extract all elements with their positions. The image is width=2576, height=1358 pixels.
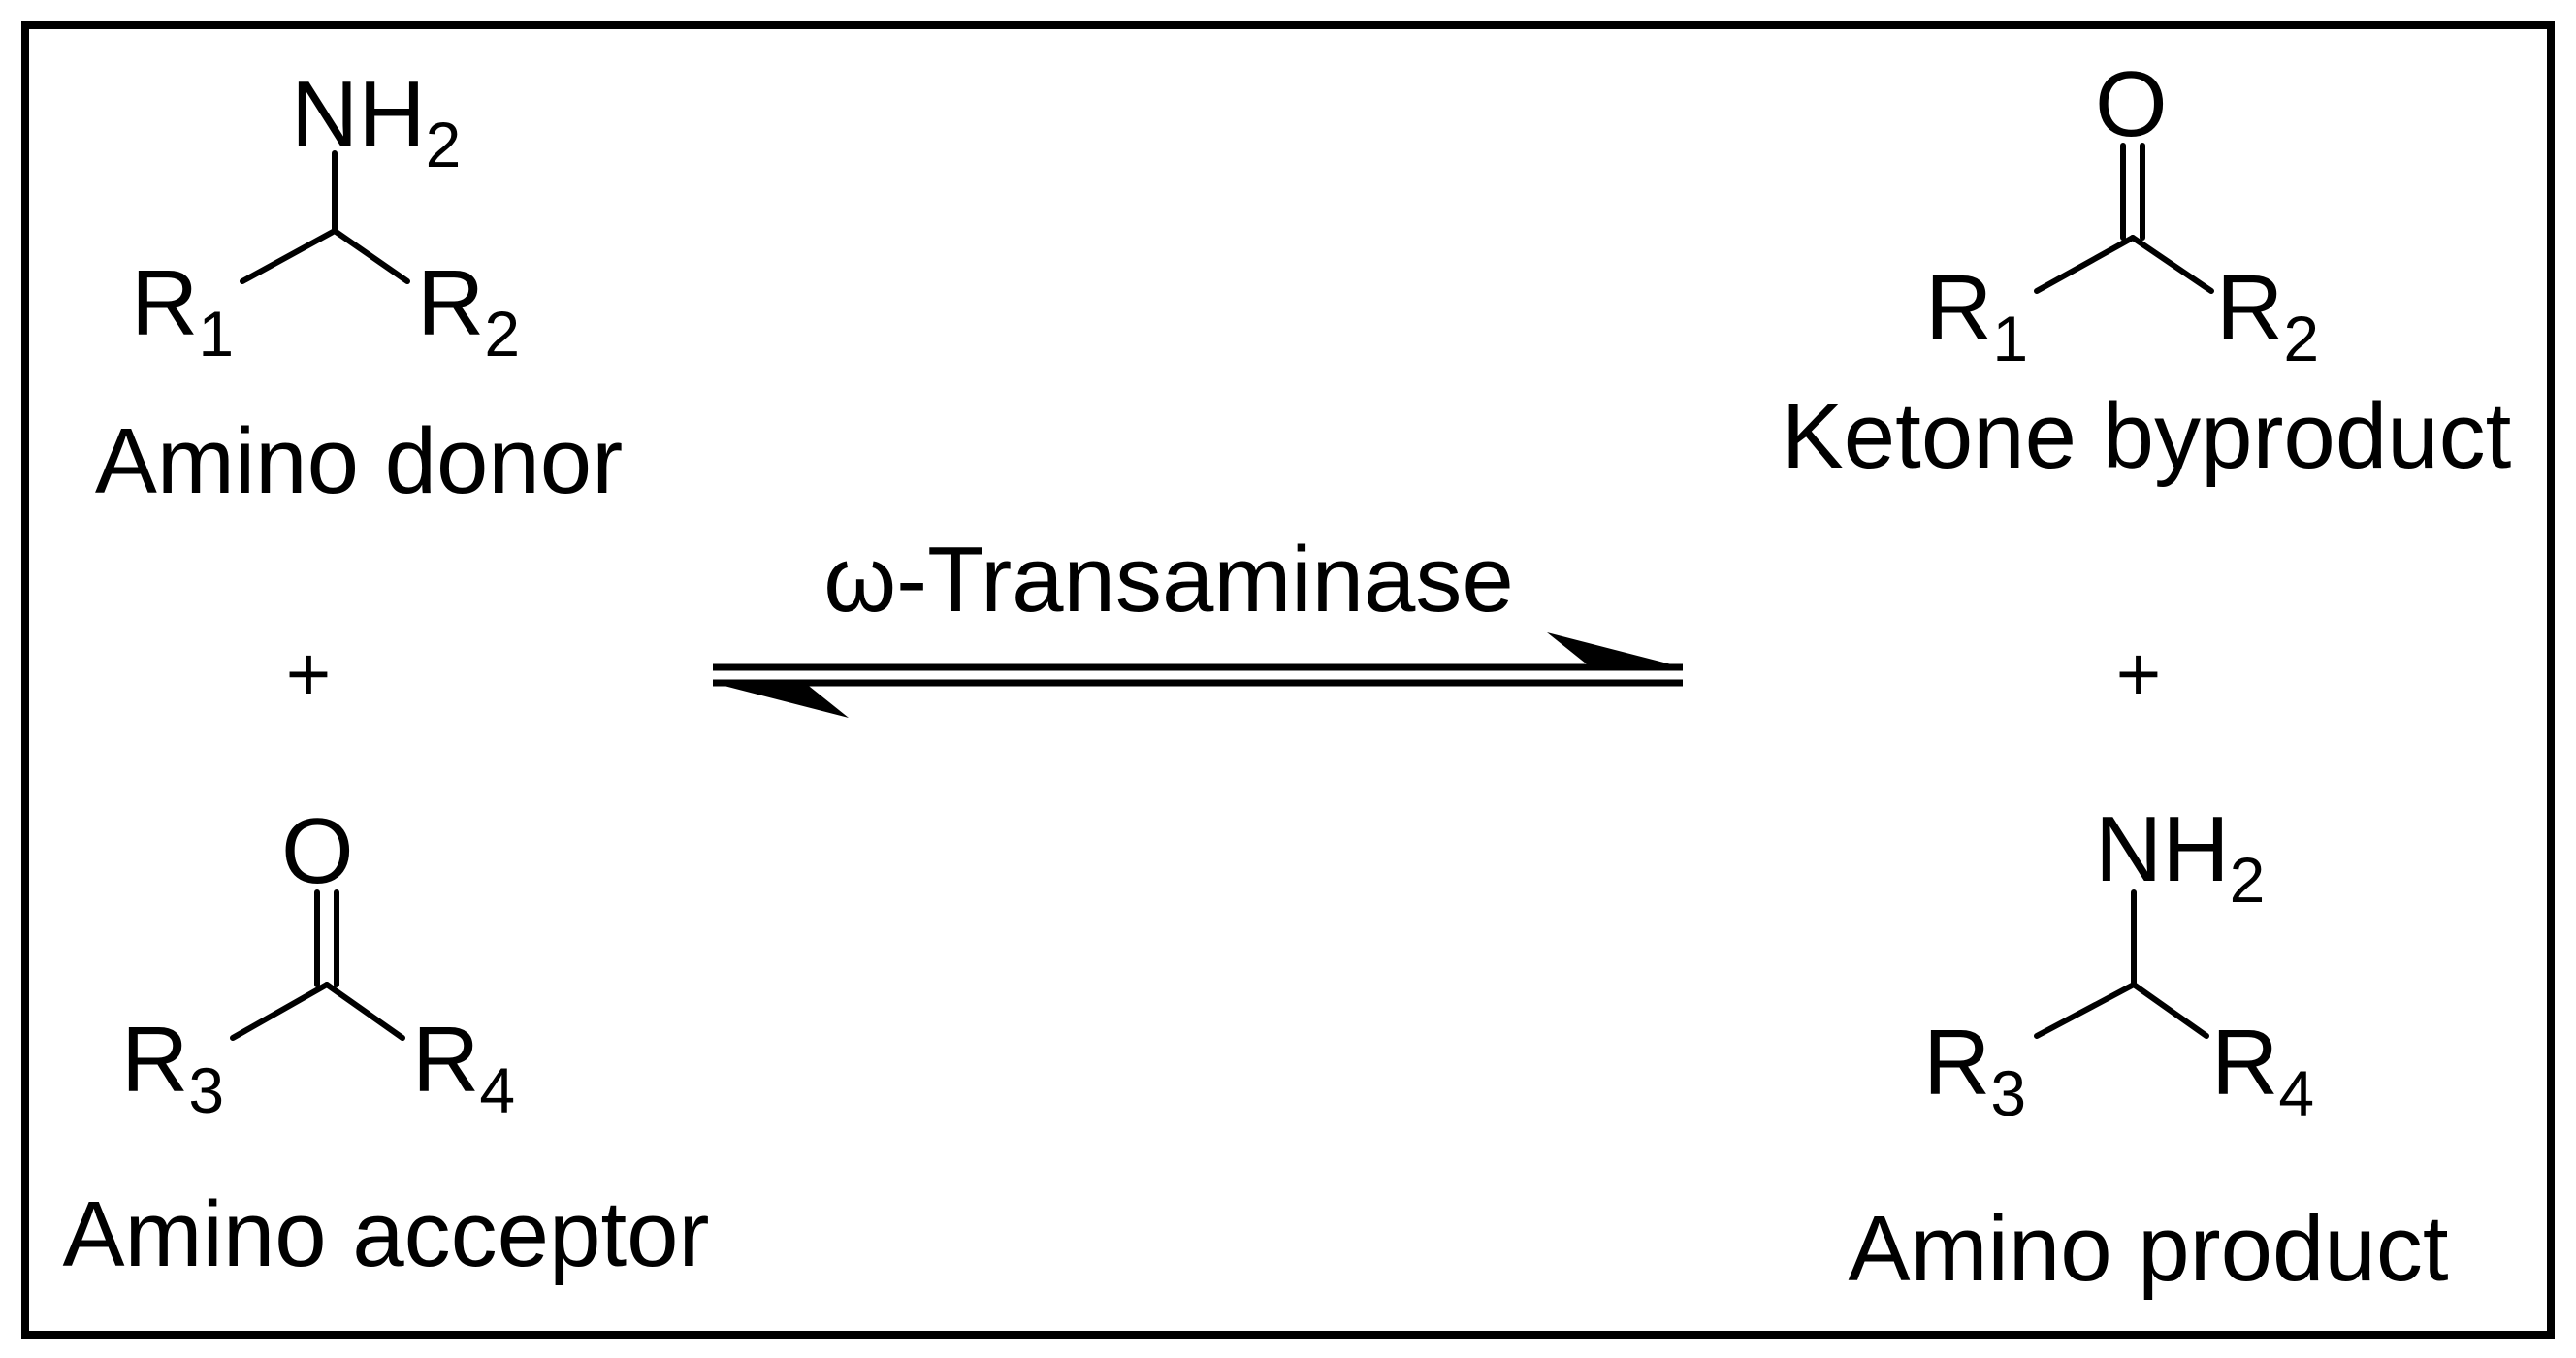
- amino-product-structure: NH2 R3 R4: [1923, 797, 2314, 1129]
- amino-donor-structure: NH2 R1 R2: [131, 62, 520, 370]
- carbonyl-oxygen-label: O: [281, 799, 354, 903]
- r3-group-label: R3: [1923, 1011, 2026, 1129]
- amine-group-label: NH2: [2095, 797, 2265, 916]
- r3-group-label: R3: [121, 1008, 224, 1126]
- plus-sign-left: +: [286, 630, 332, 717]
- c-r2-bond: [2130, 235, 2214, 294]
- c-r1-bond: [2034, 235, 2136, 294]
- diagram-frame: [21, 21, 2555, 1339]
- amino-acceptor-structure: O R3 R4: [121, 799, 515, 1126]
- ketone-byproduct-structure: O R1 R2: [1925, 52, 2319, 374]
- amino-product-caption: Amino product: [1849, 1197, 2449, 1301]
- plus-sign-right: +: [2116, 630, 2162, 717]
- c-r3-bond: [2034, 982, 2137, 1039]
- r1-group-label: R1: [1925, 256, 2028, 374]
- r1-group-label: R1: [131, 251, 234, 370]
- ketone-byproduct-caption: Ketone byproduct: [1782, 384, 2512, 488]
- c-r1-bond: [240, 228, 338, 284]
- r4-group-label: R4: [2211, 1011, 2314, 1129]
- c-r4-bond: [2131, 982, 2209, 1039]
- r2-group-label: R2: [417, 251, 520, 370]
- amino-donor-caption: Amino donor: [95, 409, 623, 513]
- catalyst-label: ω-Transaminase: [823, 528, 1514, 631]
- equilibrium-arrow: [713, 632, 1683, 718]
- forward-arrow-head: [1547, 632, 1683, 667]
- r2-group-label: R2: [2216, 256, 2319, 374]
- c-r3-bond: [230, 982, 330, 1041]
- reverse-arrow-head: [713, 683, 849, 718]
- c-r4-bond: [324, 982, 405, 1041]
- carbonyl-oxygen-label: O: [2095, 52, 2168, 156]
- amino-acceptor-caption: Amino acceptor: [63, 1182, 710, 1286]
- c-r2-bond: [332, 228, 410, 284]
- amine-group-label: NH2: [291, 62, 461, 180]
- r4-group-label: R4: [412, 1008, 515, 1126]
